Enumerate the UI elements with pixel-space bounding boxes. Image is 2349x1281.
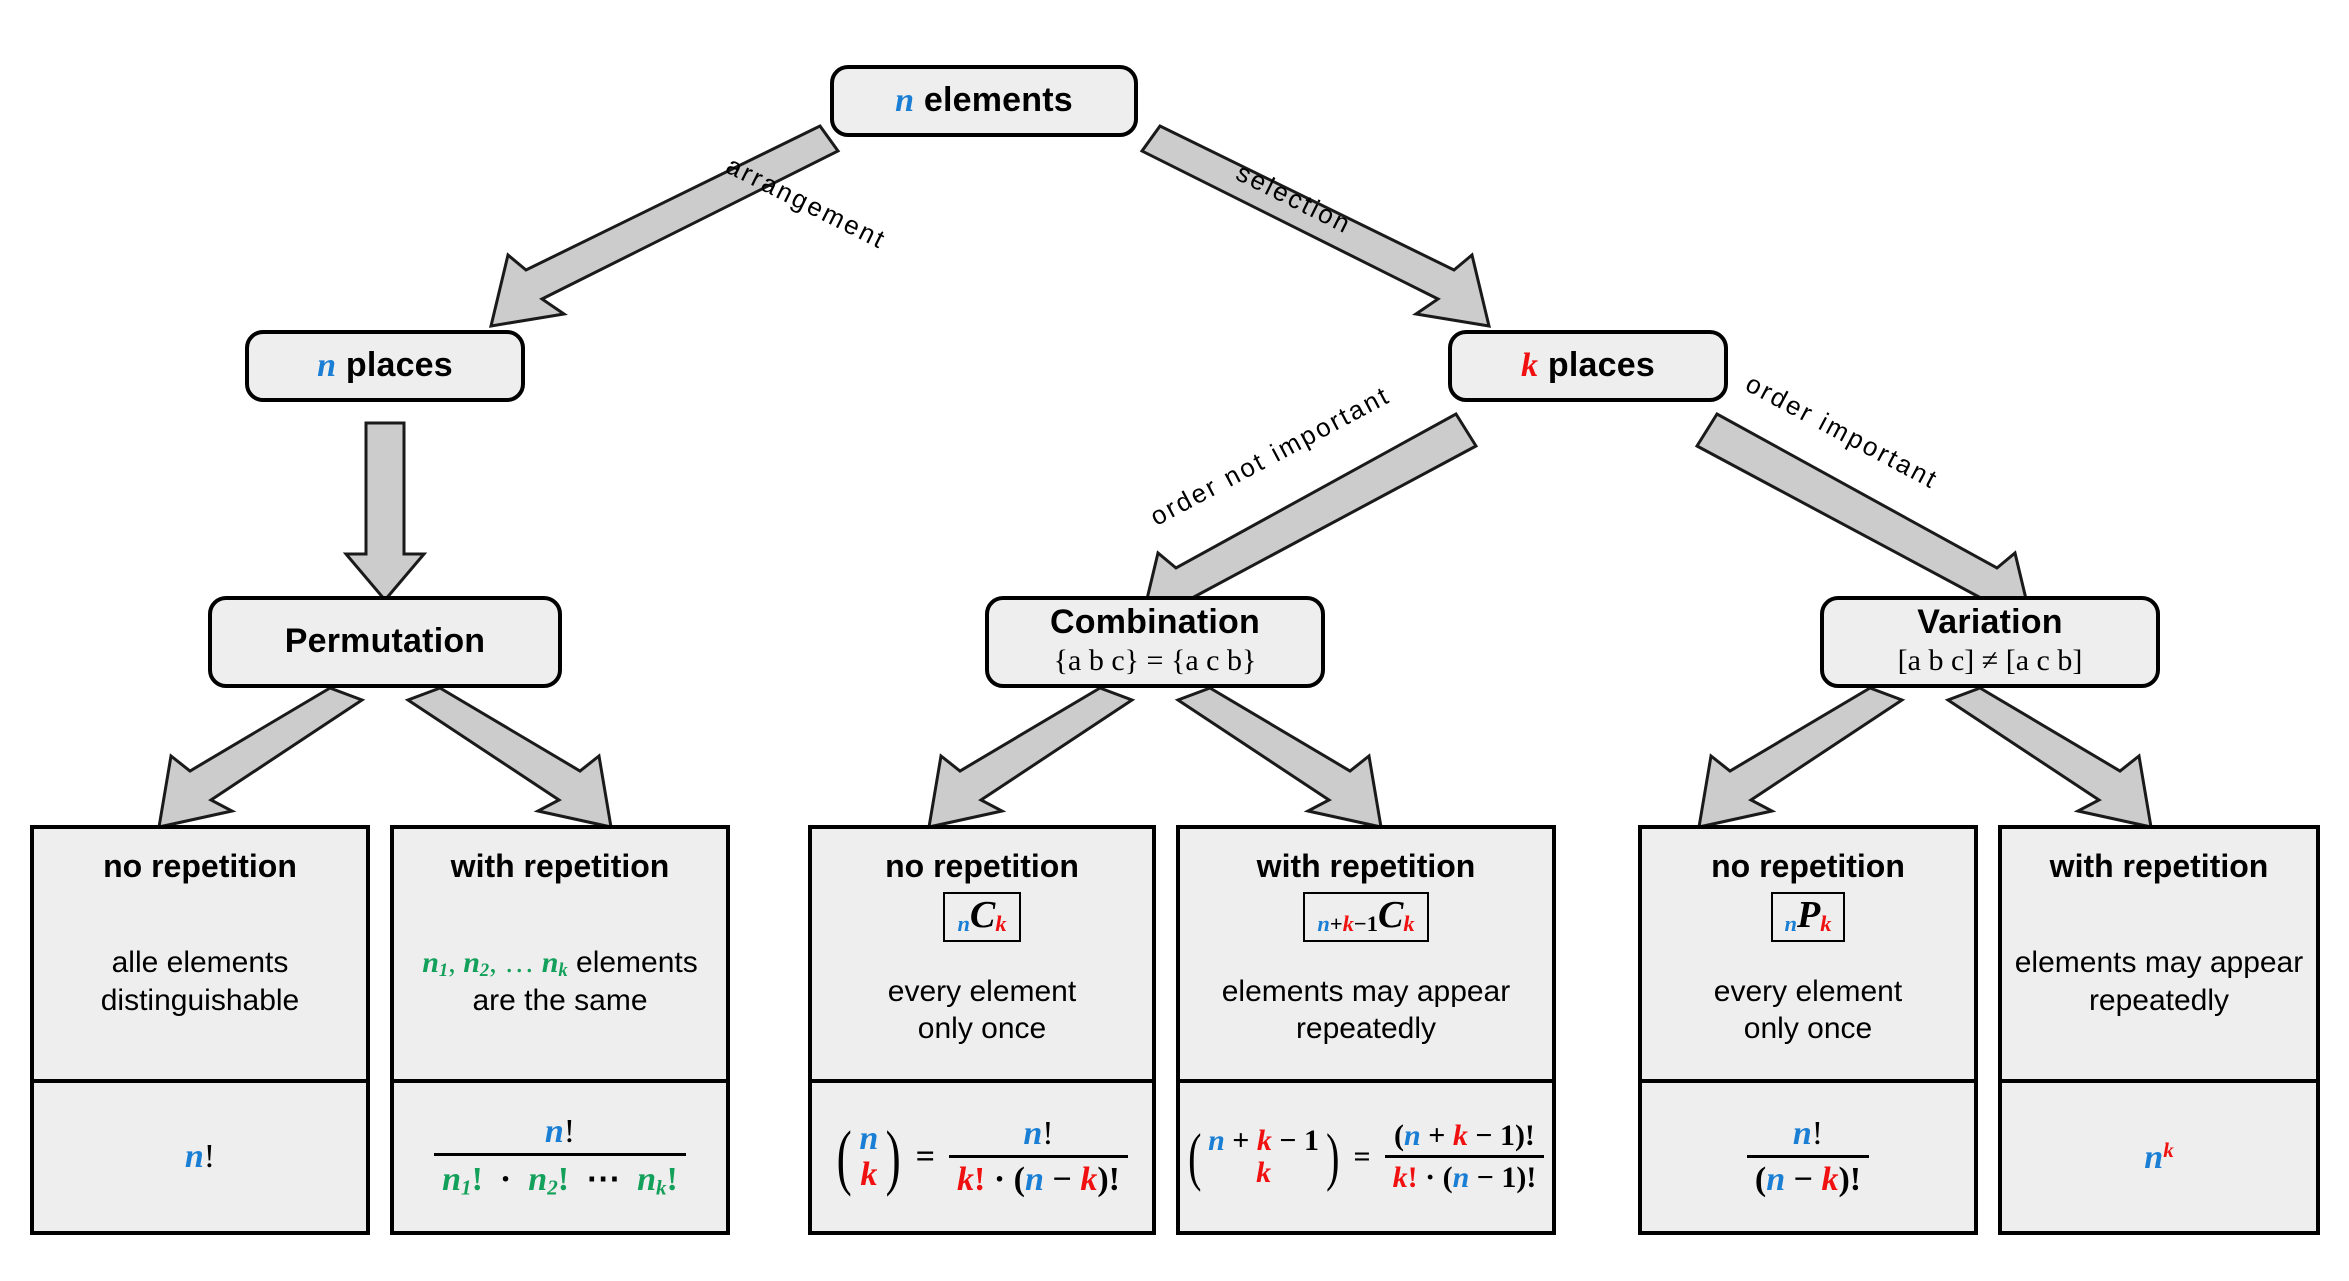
leaf-permutation-with-repetition[interactable]: with repetition n1, n2, … nk elements ar… [390, 825, 730, 1235]
node-k-places-label: k places [1521, 346, 1655, 385]
leaf-variation-with-repetition[interactable]: with repetition elements may appear repe… [1998, 825, 2320, 1235]
formula-binomial-n-plus-k-minus-1: ( n + k − 1 k ) = (n + k − 1)! k! · (n −… [1184, 1119, 1549, 1195]
leaf-top: no repetition nCk every element only onc… [812, 829, 1152, 1079]
leaf-formula-cell: n! (n − k)! [1642, 1079, 1974, 1231]
leaf-top: with repetition n1, n2, … nk elements ar… [394, 829, 726, 1079]
desc-line-1: every element [1713, 974, 1903, 1008]
node-n-places-text: places [336, 346, 453, 385]
node-n-elements-text: elements [914, 81, 1073, 120]
desc-line-2: repeatedly [2088, 983, 2230, 1017]
node-variation-subtitle: [a b c] ≠ [a c b] [1897, 644, 2083, 678]
leaf-description: alle elements distinguishable [93, 944, 307, 1019]
leaf-heading: with repetition [2049, 848, 2269, 884]
desc-line-2: repeatedly [1295, 1012, 1437, 1046]
node-combination-subtitle: {a b c} = {a c b} [1053, 644, 1257, 678]
leaf-variation-no-repetition[interactable]: no repetition nPk every element only onc… [1638, 825, 1978, 1235]
desc-line-1: every element [887, 974, 1077, 1008]
leaf-description: every element only once [880, 973, 1084, 1048]
leaf-description: elements may appear repeatedly [2007, 944, 2312, 1019]
leaf-description: n1, n2, … nk elements are the same [414, 944, 706, 1020]
variable-n: n [317, 347, 337, 385]
node-n-places-label: n places [317, 346, 453, 385]
leaf-combination-no-repetition[interactable]: no repetition nCk every element only onc… [808, 825, 1156, 1235]
leaf-heading: with repetition [450, 848, 670, 884]
node-combination[interactable]: Combination {a b c} = {a c b} [985, 596, 1325, 688]
arrow-combination-right [1174, 686, 1383, 829]
node-n-elements[interactable]: n elements [830, 65, 1138, 137]
node-permutation[interactable]: Permutation [208, 596, 562, 688]
leaf-heading: no repetition [885, 848, 1079, 884]
leaf-combination-with-repetition[interactable]: with repetition n+k−1Ck elements may app… [1176, 825, 1556, 1235]
formula-binomial-nk: ( n k ) = n! k! · (n − k)! [832, 1115, 1132, 1199]
arrow-variation-left [1697, 686, 1906, 829]
variable-k: k [1521, 347, 1539, 385]
node-permutation-title: Permutation [284, 622, 486, 661]
leaf-heading: no repetition [1711, 848, 1905, 884]
leaf-permutation-no-repetition[interactable]: no repetition alle elements distinguisha… [30, 825, 370, 1235]
leaf-formula-cell: n! [34, 1079, 366, 1231]
formula-multiset-permutation: n! n1! · n2! ⋯ nk! [430, 1113, 690, 1201]
node-n-elements-label: n elements [895, 81, 1073, 120]
node-k-places[interactable]: k places [1448, 330, 1728, 402]
formula-n-factorial: n! [184, 1138, 216, 1175]
node-combination-title: Combination [1050, 603, 1260, 642]
desc-line-1: elements may appear [2014, 946, 2304, 980]
node-variation[interactable]: Variation [a b c] ≠ [a c b] [1820, 596, 2160, 688]
arrow-permutation-left [157, 686, 366, 829]
leaf-heading: no repetition [103, 848, 297, 884]
desc-line-2: distinguishable [100, 983, 300, 1017]
desc-tail: elements [567, 945, 698, 979]
arrow-combination-left [927, 686, 1136, 829]
arrow-selection [1139, 124, 1491, 328]
node-n-places[interactable]: n places [245, 330, 525, 402]
leaf-heading: with repetition [1256, 848, 1476, 884]
leaf-formula-cell: ( n k ) = n! k! · (n − k)! [812, 1079, 1152, 1231]
arrow-variation-right [1944, 686, 2153, 829]
leaf-description: elements may appear repeatedly [1214, 973, 1519, 1048]
arrow-permutation-right [404, 686, 613, 829]
symbol-n-plus-k-minus-1-C-k: n+k−1Ck [1303, 892, 1429, 942]
symbol-nPk: nPk [1770, 892, 1846, 942]
desc-line-1: n1, n2, … nk elements [422, 945, 698, 981]
formula-variation-no-repetition: n! (n − k)! [1743, 1115, 1873, 1199]
leaf-formula-cell: ( n + k − 1 k ) = (n + k − 1)! k! · (n −… [1180, 1079, 1552, 1231]
leaf-top: no repetition nPk every element only onc… [1642, 829, 1974, 1079]
symbol-nCk: nCk [943, 892, 1021, 942]
arrow-arrangement [489, 124, 841, 328]
leaf-formula-cell: n! n1! · n2! ⋯ nk! [394, 1079, 726, 1231]
leaf-description: every element only once [1706, 973, 1910, 1048]
leaf-top: no repetition alle elements distinguisha… [34, 829, 366, 1079]
arrow-n-places-permutation [342, 421, 428, 603]
variable-n: n [895, 82, 915, 120]
formula-n-to-the-k: nk [2144, 1137, 2174, 1176]
desc-line-2: only once [1743, 1012, 1873, 1046]
node-k-places-text: places [1538, 346, 1655, 385]
leaf-top: with repetition n+k−1Ck elements may app… [1180, 829, 1552, 1079]
desc-line-2: only once [917, 1012, 1047, 1046]
node-variation-title: Variation [1917, 603, 2063, 642]
desc-line-1: elements may appear [1221, 974, 1511, 1008]
leaf-formula-cell: nk [2002, 1079, 2316, 1231]
desc-line-1: alle elements [111, 946, 289, 980]
desc-line-2: are the same [472, 984, 648, 1017]
leaf-top: with repetition elements may appear repe… [2002, 829, 2316, 1079]
